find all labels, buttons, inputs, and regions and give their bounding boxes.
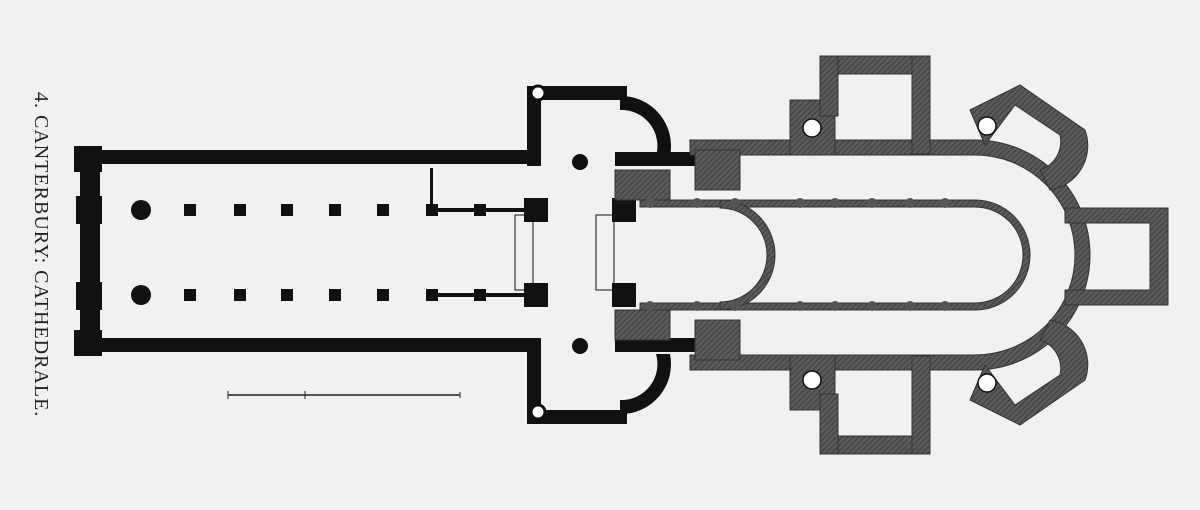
choir-column: [795, 301, 805, 311]
choir-column: [830, 301, 840, 311]
choir-column: [692, 301, 702, 311]
choir-column: [905, 301, 915, 311]
choir-columns: [645, 198, 950, 311]
choir-column: [692, 198, 702, 208]
nave-pier: [281, 289, 293, 301]
choir-column: [730, 301, 740, 311]
choir-column: [795, 198, 805, 208]
choir-and-chapels: [614, 55, 1169, 455]
nave-pier: [377, 204, 389, 216]
choir-column: [645, 301, 655, 311]
choir-column: [830, 198, 840, 208]
nave-pier: [329, 289, 341, 301]
nave-pier: [377, 289, 389, 301]
choir-column: [940, 301, 950, 311]
choir-column: [730, 198, 740, 208]
nave-pier: [234, 204, 246, 216]
nave-pier: [184, 204, 196, 216]
choir-column: [867, 198, 877, 208]
nave: [74, 146, 540, 356]
nave-pier: [281, 204, 293, 216]
chapel-roses: [802, 116, 997, 393]
nave-pier: [184, 289, 196, 301]
nave-pier: [329, 204, 341, 216]
choir-column: [940, 198, 950, 208]
scale-bar: [227, 391, 461, 399]
choir-column: [645, 198, 655, 208]
choir-column: [867, 301, 877, 311]
nave-pier: [234, 289, 246, 301]
choir-column: [905, 198, 915, 208]
crossing-and-transepts: [514, 84, 695, 424]
